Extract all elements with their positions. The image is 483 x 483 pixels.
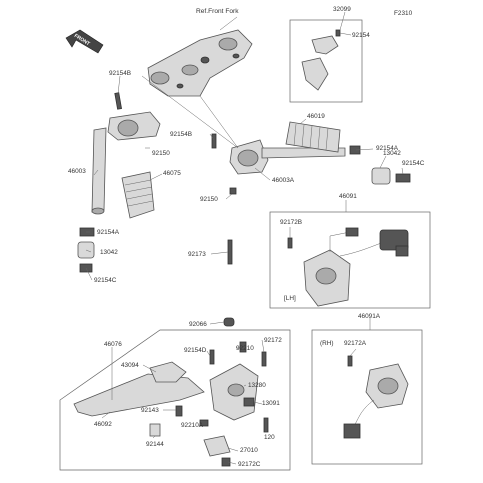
part-label: 46003 bbox=[68, 168, 86, 175]
bracket-32099 bbox=[301, 29, 341, 91]
part-label: 92150 bbox=[200, 196, 218, 203]
box-46076 bbox=[59, 329, 291, 471]
part-label: 92154A bbox=[376, 145, 399, 152]
part-label: 46091A bbox=[358, 313, 381, 320]
part-label: 32099 bbox=[333, 6, 351, 13]
left-grip bbox=[121, 171, 155, 219]
part-label: 13280 bbox=[248, 382, 266, 389]
part-label: 92172C bbox=[238, 461, 261, 468]
part-label: 92144 bbox=[146, 441, 164, 448]
part-label: 92154D bbox=[184, 347, 207, 354]
part-label: 27010 bbox=[240, 447, 258, 454]
part-label: 92154 bbox=[352, 32, 370, 39]
part-label: 92154B bbox=[109, 70, 132, 77]
center-clamp bbox=[211, 133, 269, 195]
box-46091A bbox=[311, 329, 423, 465]
left-handlebar bbox=[91, 127, 107, 215]
front-arrow-icon bbox=[65, 29, 104, 54]
right-end-parts bbox=[349, 145, 411, 185]
part-label: 92154C bbox=[94, 277, 117, 284]
part-label: 46075 bbox=[163, 170, 181, 177]
box-46091 bbox=[269, 211, 431, 309]
part-label: 92143 bbox=[141, 407, 159, 414]
lh-tag: [LH] bbox=[284, 295, 296, 302]
part-label: 92172B bbox=[280, 219, 303, 226]
part-label: 92172 bbox=[264, 337, 282, 344]
diagram-code: F2310 bbox=[394, 10, 413, 17]
part-label: 92154C bbox=[402, 160, 425, 167]
rh-tag: (RH) bbox=[320, 340, 334, 347]
right-grip bbox=[285, 121, 341, 153]
leader-lines bbox=[85, 11, 404, 465]
brake-lever bbox=[73, 317, 235, 417]
part-label: 92172A bbox=[344, 340, 367, 347]
part-label: 13042 bbox=[383, 150, 401, 157]
part-label: 120 bbox=[264, 434, 275, 441]
part-label: 92150 bbox=[152, 150, 170, 157]
part-label: 13091 bbox=[262, 400, 280, 407]
triple-clamp bbox=[147, 29, 253, 97]
part-label: 46003A bbox=[272, 177, 295, 184]
box-32099 bbox=[289, 19, 363, 103]
part-label: 46076 bbox=[104, 341, 122, 348]
part-label: 46091 bbox=[339, 193, 357, 200]
part-label: 13042 bbox=[100, 249, 118, 256]
part-label: 46092 bbox=[94, 421, 112, 428]
lh-switch bbox=[287, 227, 409, 307]
pin-92173 bbox=[227, 239, 233, 265]
lever-holder bbox=[149, 341, 269, 467]
part-label: 92210 bbox=[236, 345, 254, 352]
part-label: 92066 bbox=[189, 321, 207, 328]
part-label: 92154B bbox=[170, 131, 193, 138]
part-label: 46019 bbox=[307, 113, 325, 120]
part-label: 43094 bbox=[121, 362, 139, 369]
left-clamp bbox=[107, 92, 161, 141]
reference-label: Ref.Front Fork bbox=[196, 8, 239, 15]
rh-switch bbox=[343, 355, 409, 439]
part-label: 92210A bbox=[181, 422, 204, 429]
part-label: 92154A bbox=[97, 229, 120, 236]
part-label: 92173 bbox=[188, 251, 206, 258]
